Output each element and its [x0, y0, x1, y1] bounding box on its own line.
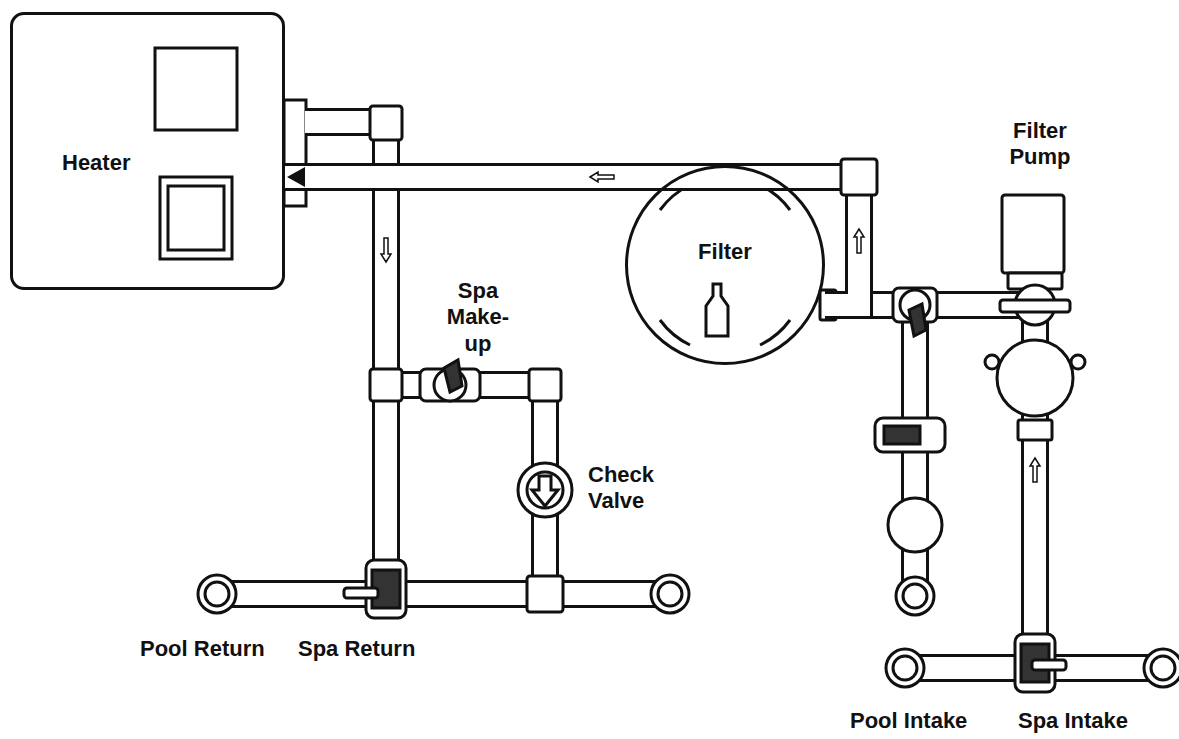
- arrowhead: [287, 167, 305, 187]
- heater-control-inner: [168, 186, 224, 250]
- part-label: Check Valve: [588, 462, 654, 515]
- flow-arrows: [381, 238, 1040, 482]
- flow-arrow: [1030, 458, 1040, 482]
- part-label: Pool Intake: [850, 708, 967, 734]
- node-title: Filter: [698, 239, 752, 265]
- heater-panel: [155, 48, 237, 130]
- part-label: Spa Intake: [1018, 708, 1128, 734]
- pipe-inside: [285, 177, 859, 305]
- flow-arrow: [854, 229, 864, 253]
- filter-circle: Filter: [625, 165, 825, 365]
- flow-arrow: [590, 172, 614, 182]
- part-label: Filter Pump: [1009, 118, 1070, 171]
- heater-control: [160, 177, 232, 259]
- pipe-ends: [198, 575, 1179, 687]
- filter-pump-symbol: [985, 195, 1085, 416]
- pipe-insides: [222, 122, 1163, 668]
- pipe-elbow: [841, 159, 877, 195]
- node-title: Heater: [62, 150, 130, 176]
- heater-box: Heater: [10, 12, 285, 290]
- part-label: Spa Make-up: [447, 278, 509, 357]
- flow-arrow: [381, 238, 391, 262]
- pipe-connector: [285, 159, 877, 305]
- filter-details: [660, 185, 790, 345]
- pipe-outline: [285, 177, 859, 305]
- part-label: Pool Return: [140, 636, 265, 662]
- pipe-elbow-inner: [854, 172, 864, 182]
- pipe-outlines: [222, 122, 1163, 668]
- part-label: Spa Return: [298, 636, 415, 662]
- check-valve-symbol: [518, 463, 572, 517]
